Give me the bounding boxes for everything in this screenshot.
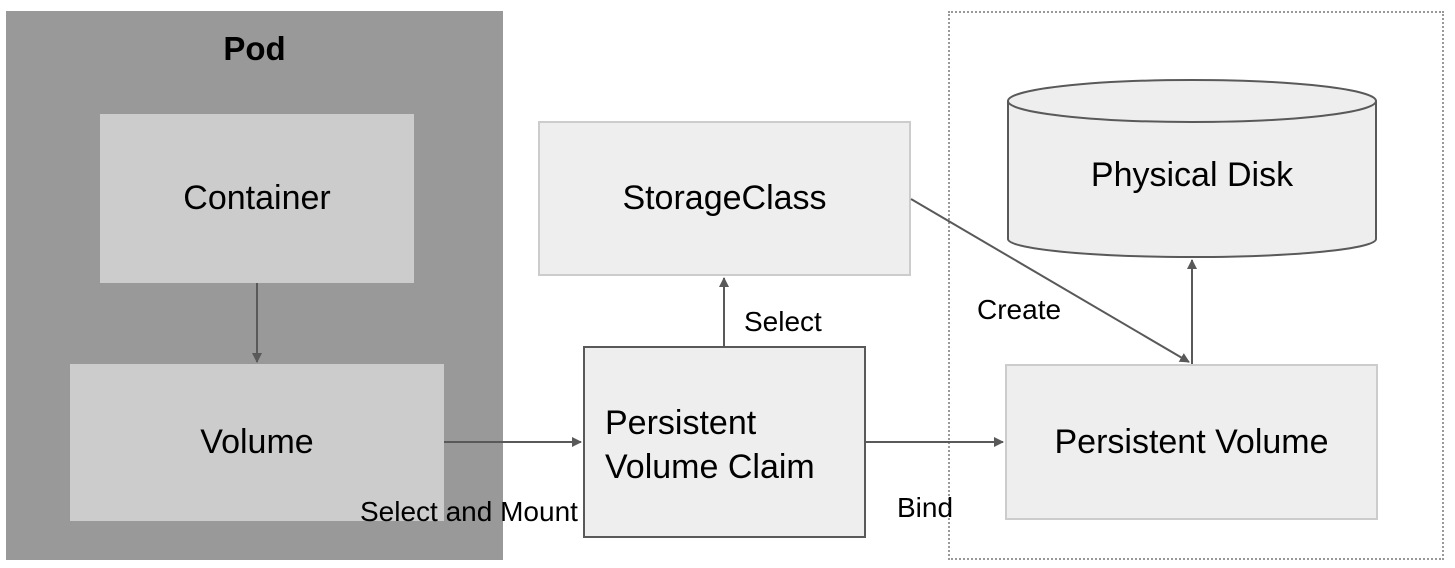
container-node: Container <box>100 114 414 283</box>
physical-disk-label: Physical Disk <box>1090 156 1294 194</box>
pod-title: Pod <box>223 30 286 67</box>
storageclass-to-pv-arrow <box>910 198 1190 363</box>
volume-node: Volume <box>70 364 444 521</box>
storage-class-label: StorageClass <box>622 179 827 218</box>
container-label: Container <box>183 179 331 218</box>
storage-backend-frame <box>948 11 1444 560</box>
select-and-mount-edge-label: Select and Mount <box>360 496 578 527</box>
physical-disk-node <box>1007 79 1377 258</box>
storage-class-node: StorageClass <box>538 121 911 276</box>
select-edge-label: Select <box>744 306 822 337</box>
persistent-volume-label: Persistent Volume <box>1054 422 1329 461</box>
disk-top-ellipse <box>1007 79 1377 123</box>
volume-label: Volume <box>200 423 314 462</box>
persistent-volume-claim-node: Persistent Volume Claim <box>583 346 866 538</box>
persistent-volume-claim-label: Persistent Volume Claim <box>605 403 815 486</box>
bind-edge-label: Bind <box>897 492 954 523</box>
persistent-volume-node: Persistent Volume <box>1005 364 1378 520</box>
create-edge-label: Create <box>977 294 1062 325</box>
